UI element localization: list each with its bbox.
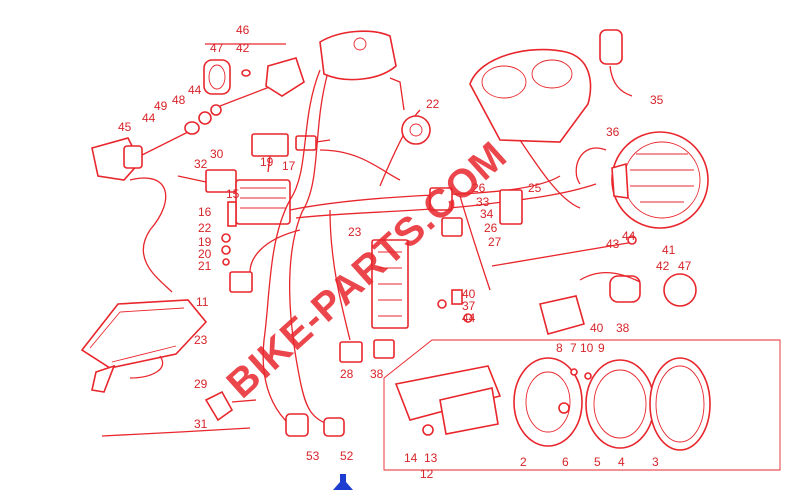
callout-29: 28 <box>340 367 354 381</box>
callout-8: 8 <box>556 341 563 355</box>
callout-46c: 44 <box>462 311 476 325</box>
callout-35: 34 <box>480 207 494 221</box>
small-relays <box>339 339 395 363</box>
callout-7: 7 <box>570 341 577 355</box>
callout-31: 30 <box>210 147 224 161</box>
callout-51: 49 <box>154 99 168 113</box>
callout-38: 37 <box>462 299 476 313</box>
headlight-subassembly-box <box>383 339 781 471</box>
callout-33: 32 <box>194 157 208 171</box>
callout-14: 14 <box>404 451 418 465</box>
callout-46: 44 <box>188 83 202 97</box>
callout-40: 38 <box>616 321 630 335</box>
instrument-cluster <box>469 29 633 209</box>
bulb-holders <box>285 413 345 437</box>
callout-26: 25 <box>528 181 542 195</box>
callout-39: 38 <box>370 367 384 381</box>
callout-42: 40 <box>590 321 604 335</box>
callout-9: 9 <box>598 341 605 355</box>
callout-21: 21 <box>198 259 212 273</box>
rear-light-assembly <box>80 299 208 393</box>
up-arrow-icon <box>333 474 353 490</box>
callout-34: 33 <box>476 195 490 209</box>
callout-20: 20 <box>198 247 212 261</box>
callout-labels: 46 47 42 44 48 49 44 45 30 32 19 17 15 1… <box>118 23 692 481</box>
callout-24: 22 <box>198 221 212 235</box>
callout-27: 26 <box>472 181 486 195</box>
callout-25: 23 <box>194 333 208 347</box>
callout-3: 3 <box>652 455 659 469</box>
callout-4: 4 <box>618 455 625 469</box>
callout-47: 45 <box>118 120 132 134</box>
callout-17: 17 <box>282 159 296 173</box>
callout-46b: 44 <box>142 111 156 125</box>
callout-41: 40 <box>462 287 476 301</box>
headlight-36 <box>575 131 709 229</box>
main-wiring-harness <box>249 69 597 431</box>
callout-49b: 47 <box>678 259 692 273</box>
callout-45: 43 <box>606 237 620 251</box>
callout-16: 16 <box>198 205 212 219</box>
callout-10: 10 <box>580 341 594 355</box>
connector-block <box>371 187 523 329</box>
callout-30: 29 <box>194 377 208 391</box>
turn-indicator-assembly <box>91 43 305 181</box>
callout-28: 27 <box>488 235 502 249</box>
callout-5: 5 <box>594 455 601 469</box>
callout-53: 53 <box>306 449 320 463</box>
callout-15: 15 <box>226 187 240 201</box>
callout-46d: 44 <box>622 229 636 243</box>
callout-48: 46 <box>236 23 250 37</box>
callout-37: 36 <box>606 125 620 139</box>
regulator-assembly <box>101 271 257 437</box>
callout-27b: 26 <box>484 221 498 235</box>
front-indicators <box>437 235 697 335</box>
callout-23: 23 <box>348 225 362 239</box>
watermark: BIKE-PARTS.COM <box>219 133 516 407</box>
fastener-set <box>221 233 231 266</box>
relay-cluster <box>129 133 331 293</box>
callout-12: 12 <box>420 467 434 481</box>
callout-13: 13 <box>424 451 438 465</box>
callout-11: 11 <box>196 295 209 309</box>
callout-32: 31 <box>194 417 208 431</box>
callout-44: 42 <box>236 41 250 55</box>
callout-18: 19 <box>260 155 274 169</box>
callout-36: 35 <box>650 93 664 107</box>
switch-and-horn <box>319 30 431 145</box>
callout-6: 6 <box>562 455 569 469</box>
callout-49: 47 <box>210 41 224 55</box>
callout-50: 48 <box>172 93 186 107</box>
callout-2: 2 <box>520 455 527 469</box>
callout-44b: 42 <box>656 259 670 273</box>
callout-19: 19 <box>198 235 212 249</box>
callout-43: 41 <box>662 243 676 257</box>
callout-52: 52 <box>340 449 354 463</box>
callout-22: 22 <box>426 97 440 111</box>
